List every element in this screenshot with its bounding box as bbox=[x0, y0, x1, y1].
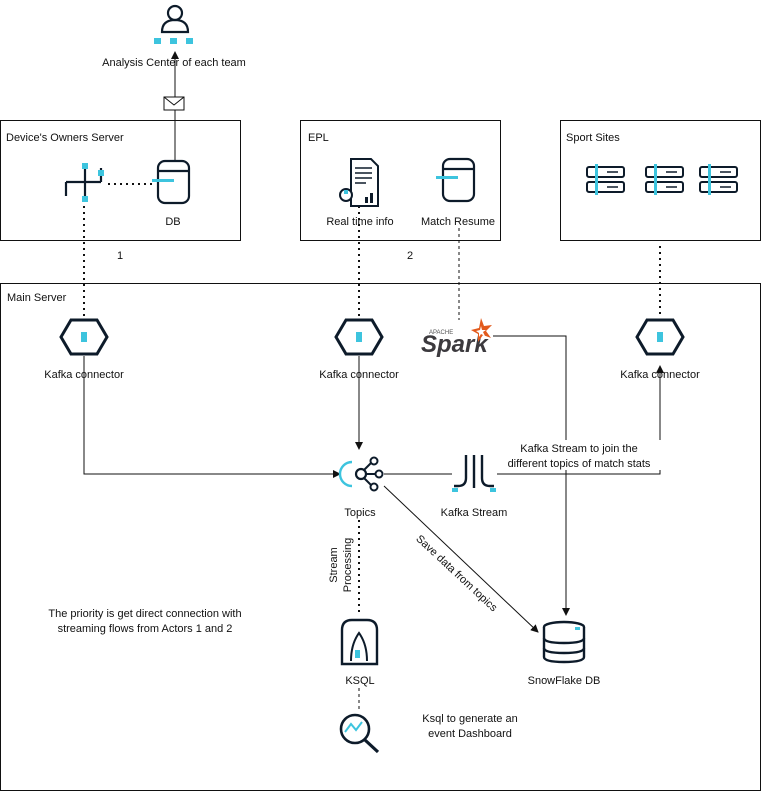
kafka-stream-note: Kafka Stream to join the different topic… bbox=[498, 440, 664, 470]
sport-sites-container[interactable]: Sport Sites bbox=[560, 120, 761, 241]
spark-label: Spark bbox=[421, 331, 489, 358]
actor-2-label: 2 bbox=[407, 250, 413, 262]
snowflake-db-label: SnowFlake DB bbox=[528, 675, 601, 687]
match-resume-label: Match Resume bbox=[421, 216, 495, 228]
spark-logo-icon: APACHE Spark bbox=[421, 318, 492, 358]
database-icon bbox=[152, 159, 191, 205]
analysis-center-actor[interactable]: Analysis Center of each team bbox=[102, 4, 246, 69]
kafka-stream-icon bbox=[452, 455, 496, 492]
kafka-stream-note-line1: Kafka Stream to join the bbox=[520, 443, 637, 455]
kafka-connector-2-label: Kafka connector bbox=[319, 369, 399, 381]
report-icon bbox=[339, 158, 379, 207]
kafka-stream-label: Kafka Stream bbox=[441, 507, 508, 519]
kafka-connector-1-label: Kafka connector bbox=[44, 369, 124, 381]
device-icon[interactable] bbox=[64, 163, 104, 202]
kafka-connector-2[interactable]: Kafka connector bbox=[319, 318, 399, 381]
stream-processing-line1: Stream bbox=[328, 547, 340, 582]
database-icon bbox=[436, 157, 476, 203]
kafka-connector-3-label: Kafka connector bbox=[620, 369, 700, 381]
server-icon bbox=[586, 164, 625, 195]
hexagon-connector-icon bbox=[59, 318, 109, 356]
hexagon-connector-icon bbox=[334, 318, 384, 356]
analysis-center-label: Analysis Center of each team bbox=[102, 57, 246, 69]
stream-processing-label-group: Stream Processing bbox=[328, 538, 354, 592]
real-time-info-label: Real time info bbox=[326, 216, 393, 228]
owners-server-title: Device's Owners Server bbox=[6, 132, 124, 144]
actor-1-label: 1 bbox=[117, 250, 123, 262]
server-icon bbox=[645, 164, 684, 195]
edge-stream-connector3[interactable] bbox=[497, 365, 664, 475]
ksql-label: KSQL bbox=[345, 675, 374, 687]
topics-label: Topics bbox=[344, 507, 376, 519]
hexagon-connector-icon bbox=[635, 318, 685, 356]
db-node[interactable]: DB bbox=[152, 159, 191, 228]
sport-sites-servers[interactable] bbox=[586, 164, 738, 195]
ksql-note-line1: Ksql to generate an bbox=[422, 713, 517, 725]
database-icon bbox=[542, 620, 586, 664]
ksql-node[interactable]: KSQL bbox=[340, 618, 379, 687]
kafka-stream-node[interactable]: Kafka Stream bbox=[441, 455, 508, 519]
main-server-container[interactable]: Main Server bbox=[0, 283, 761, 791]
search-chart-icon[interactable] bbox=[339, 713, 380, 754]
spark-node[interactable]: APACHE Spark bbox=[421, 318, 492, 358]
ksql-icon bbox=[340, 618, 379, 666]
user-icon bbox=[154, 4, 193, 44]
kafka-connector-3[interactable]: Kafka connector bbox=[620, 318, 700, 381]
owners-server-container[interactable]: Device's Owners Server bbox=[0, 120, 241, 241]
priority-note: The priority is get direct connection wi… bbox=[48, 608, 241, 635]
epl-title: EPL bbox=[308, 132, 329, 144]
stream-processing-line2: Processing bbox=[342, 538, 354, 592]
ksql-note-line2: event Dashboard bbox=[428, 728, 512, 740]
server-icon bbox=[699, 164, 738, 195]
edge-connector1-topics[interactable] bbox=[83, 356, 341, 478]
kafka-stream-note-line2: different topics of match stats bbox=[508, 458, 651, 470]
main-server-title: Main Server bbox=[7, 292, 67, 304]
edge-topics-snowflake[interactable] bbox=[383, 485, 539, 633]
kafka-connector-1[interactable]: Kafka connector bbox=[44, 318, 124, 381]
ksql-note: Ksql to generate an event Dashboard bbox=[422, 713, 517, 740]
kafka-topics-icon bbox=[338, 456, 384, 492]
spark-apache-text: APACHE bbox=[429, 330, 453, 336]
topics-node[interactable]: Topics bbox=[338, 456, 384, 520]
match-resume-node[interactable]: Match Resume bbox=[421, 157, 495, 228]
edges bbox=[83, 51, 664, 712]
snowflake-db-node[interactable]: SnowFlake DB bbox=[528, 620, 601, 687]
priority-note-line1: The priority is get direct connection wi… bbox=[48, 608, 241, 620]
priority-note-line2: streaming flows from Actors 1 and 2 bbox=[58, 623, 233, 635]
real-time-info-node[interactable]: Real time info bbox=[326, 158, 394, 228]
db-label: DB bbox=[165, 216, 180, 228]
envelope-icon bbox=[163, 96, 185, 111]
edge-spark-snowflake[interactable] bbox=[493, 335, 570, 616]
sport-sites-title: Sport Sites bbox=[566, 132, 620, 144]
